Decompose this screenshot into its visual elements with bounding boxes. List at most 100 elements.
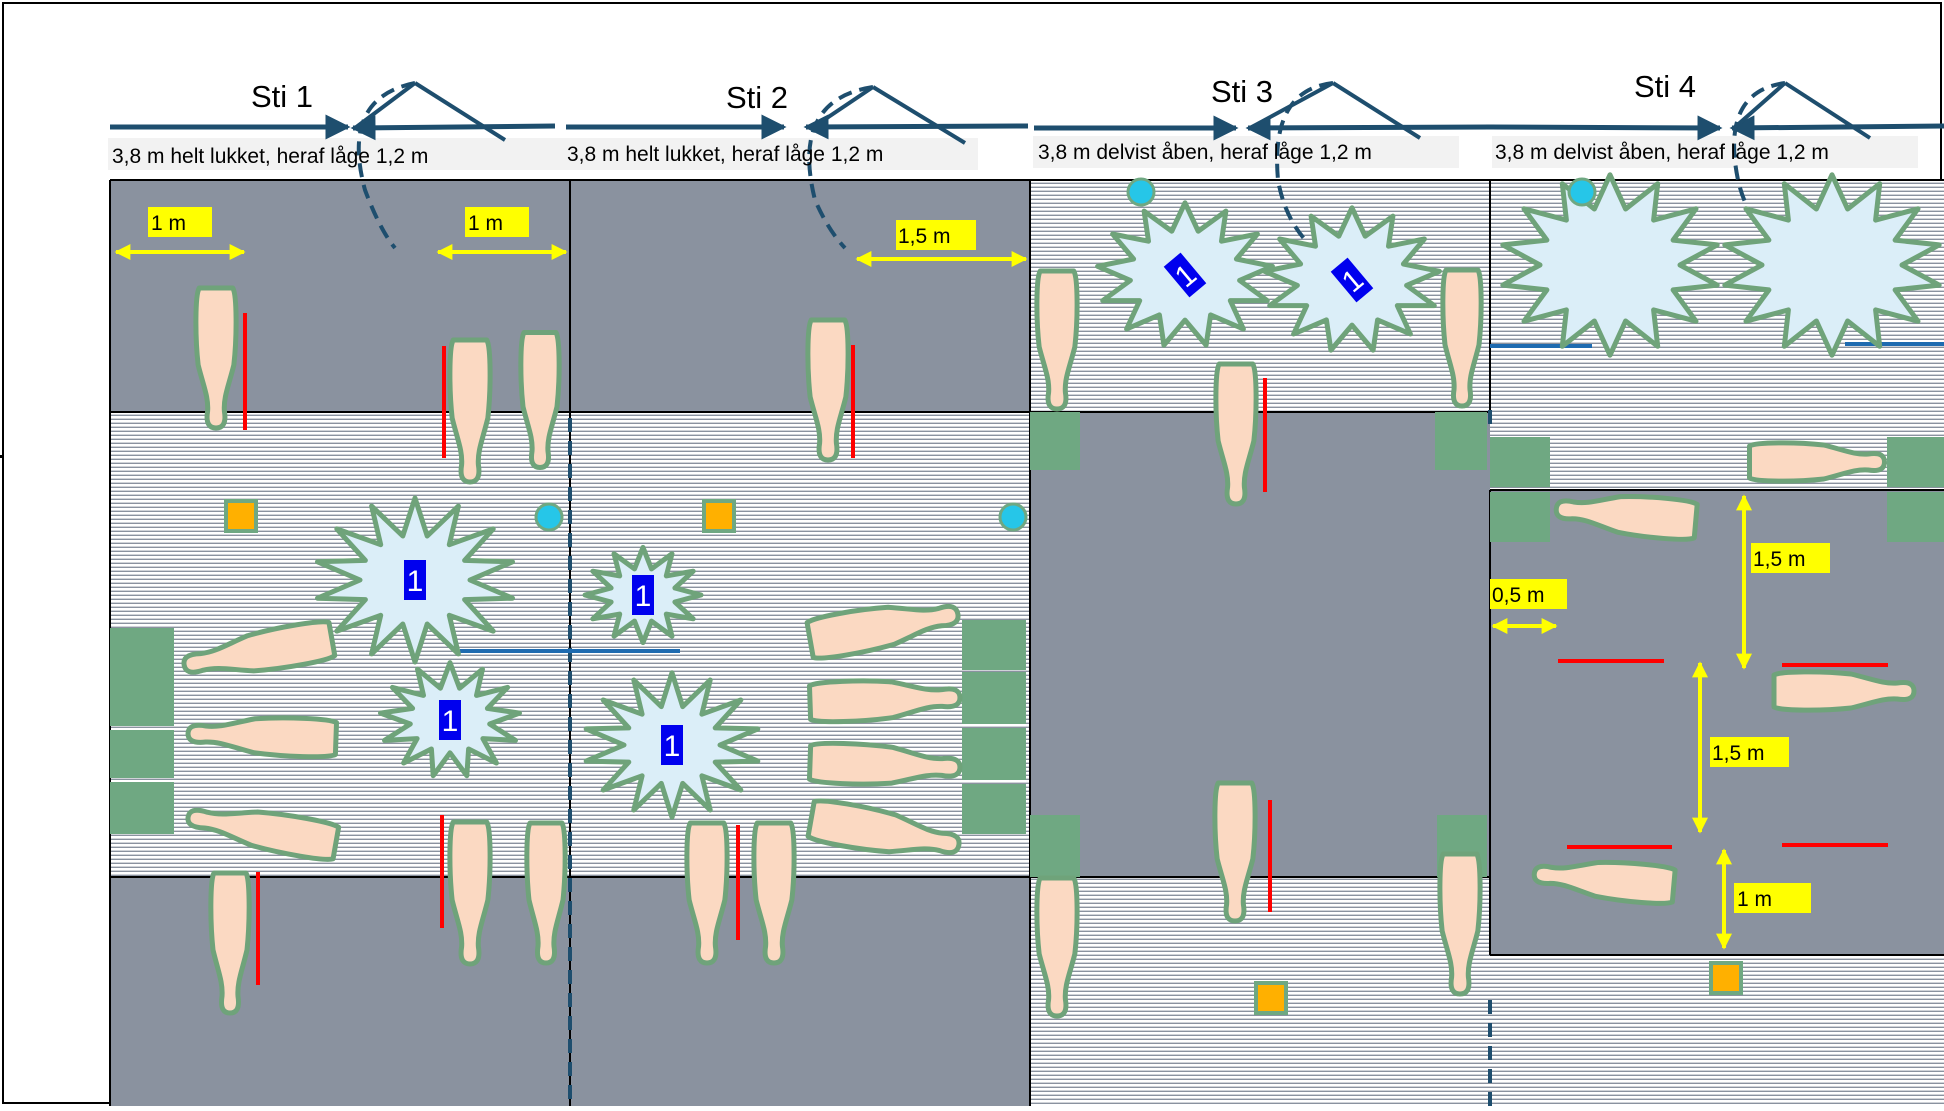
animal-shape	[524, 820, 568, 966]
animal-shape	[185, 715, 340, 760]
animal-shape	[1747, 440, 1887, 484]
animal-shape	[1440, 267, 1484, 409]
marker-badge-bg	[439, 700, 461, 740]
measure-label: 1,5 m	[898, 225, 951, 248]
marker-badge: 1	[632, 575, 654, 615]
marker-badge-bg	[1330, 257, 1374, 303]
feeder	[110, 628, 174, 726]
animal-shape	[447, 337, 493, 485]
feeder	[1490, 437, 1550, 487]
animal-shape	[208, 870, 252, 1016]
width-label-bg-sti3	[1033, 136, 1459, 168]
width-label-bg-sti2	[566, 138, 978, 170]
pen-width-label: 3,8 m helt lukket, heraf låge 1,2 m	[567, 143, 883, 166]
animal-shape	[1553, 494, 1700, 542]
feeder	[962, 620, 1026, 670]
bowl	[702, 499, 736, 533]
marker-number: 1	[407, 565, 424, 598]
feeder	[110, 782, 174, 834]
feeders	[110, 412, 1944, 877]
bowls	[224, 499, 1743, 1015]
blue-bars	[460, 342, 1944, 653]
measure-label: 1 m	[151, 212, 186, 235]
animal-shape	[181, 619, 338, 675]
pen-title: Sti 3	[1211, 74, 1273, 109]
separators	[243, 313, 1888, 985]
drinker	[1567, 177, 1597, 207]
measure-label: 1 m	[1737, 888, 1772, 911]
measure-label-bg	[1734, 883, 1811, 913]
marker-badge: 1	[439, 700, 461, 740]
measure-label-bg	[896, 220, 976, 250]
measure-arrows	[114, 244, 1752, 950]
animal-shape	[1212, 780, 1258, 924]
marker-badge-bg	[632, 575, 654, 615]
pen-width-label: 3,8 m helt lukket, heraf låge 1,2 m	[112, 145, 428, 168]
gate-dashed-lines	[568, 410, 1492, 1106]
width-arrow-sti4-left	[1489, 115, 1723, 141]
animal-shape	[751, 820, 797, 966]
animal-shape	[806, 740, 963, 787]
measure-label-bg	[465, 207, 529, 237]
measure-label: 1,5 m	[1753, 548, 1806, 571]
animal-shape	[1034, 875, 1080, 1019]
measure-label: 1 m	[468, 212, 503, 235]
width-label-bg-sti4	[1492, 136, 1918, 168]
measure-label-bg	[148, 207, 212, 237]
feeder	[1435, 412, 1487, 470]
feeder	[962, 784, 1026, 834]
bowl	[224, 499, 258, 533]
animal-shape	[806, 678, 963, 725]
width-label-bg-sti1	[108, 138, 568, 170]
marker-badge: 1	[404, 560, 426, 600]
width-arrow-sti1-right	[350, 115, 556, 141]
measure-label-bg	[1490, 579, 1567, 609]
animal-shape	[805, 317, 851, 463]
feeder	[962, 728, 1026, 780]
animal-shape	[1034, 268, 1080, 412]
marker-number: 1	[442, 705, 459, 738]
measure-label-bg	[1710, 737, 1789, 767]
feeder	[1490, 492, 1550, 542]
animal-shape	[1213, 361, 1259, 507]
animal-shape	[804, 603, 961, 661]
pen-width-label: 3,8 m delvist åben, heraf låge 1,2 m	[1495, 141, 1829, 164]
floor-slatted-sti1	[110, 412, 570, 877]
pen-title: Sti 4	[1634, 69, 1696, 104]
animal-shape	[518, 330, 562, 470]
animal-shape	[185, 807, 342, 862]
animal-shape	[447, 819, 493, 967]
bowl	[1254, 981, 1288, 1015]
pen-title: Sti 1	[251, 79, 313, 114]
measure-labels: 1 m 1 m 1,5 m 1,5 m 0,5 m 1,5 m 1 m	[148, 207, 1830, 913]
top-annotations: Sti 1 Sti 2 Sti 3 Sti 4 3,8 m helt lukke…	[108, 69, 1944, 250]
drinkers	[534, 177, 1597, 532]
drinker	[534, 502, 564, 532]
animal-shape	[805, 798, 962, 856]
floor-solid-sti2-top	[570, 180, 1030, 412]
feeder	[1887, 437, 1944, 487]
gate-swings-top	[353, 81, 1872, 250]
feeder	[962, 672, 1026, 724]
animals-layer	[181, 267, 1917, 1019]
drinker	[1126, 177, 1156, 207]
width-arrow-sti2-right	[803, 114, 1029, 140]
animal-shape	[193, 285, 239, 431]
star-shape	[1722, 172, 1942, 358]
animal-shape	[684, 820, 730, 966]
measure-label-bg	[1751, 543, 1830, 573]
drinker	[998, 502, 1028, 532]
measure-label: 0,5 m	[1492, 584, 1545, 607]
marker-number: 1	[635, 580, 652, 613]
marker-badge: 1	[661, 725, 683, 765]
feeder	[1030, 815, 1080, 877]
feeder	[1030, 412, 1080, 470]
edge-dot	[0, 455, 3, 458]
floor-solid-sti3	[1030, 412, 1490, 877]
bowl	[1709, 961, 1743, 995]
animal-shape	[1437, 851, 1483, 997]
pen-width-label: 3,8 m delvist åben, heraf låge 1,2 m	[1038, 141, 1372, 164]
width-arrow-sti3-right	[1245, 115, 1491, 141]
